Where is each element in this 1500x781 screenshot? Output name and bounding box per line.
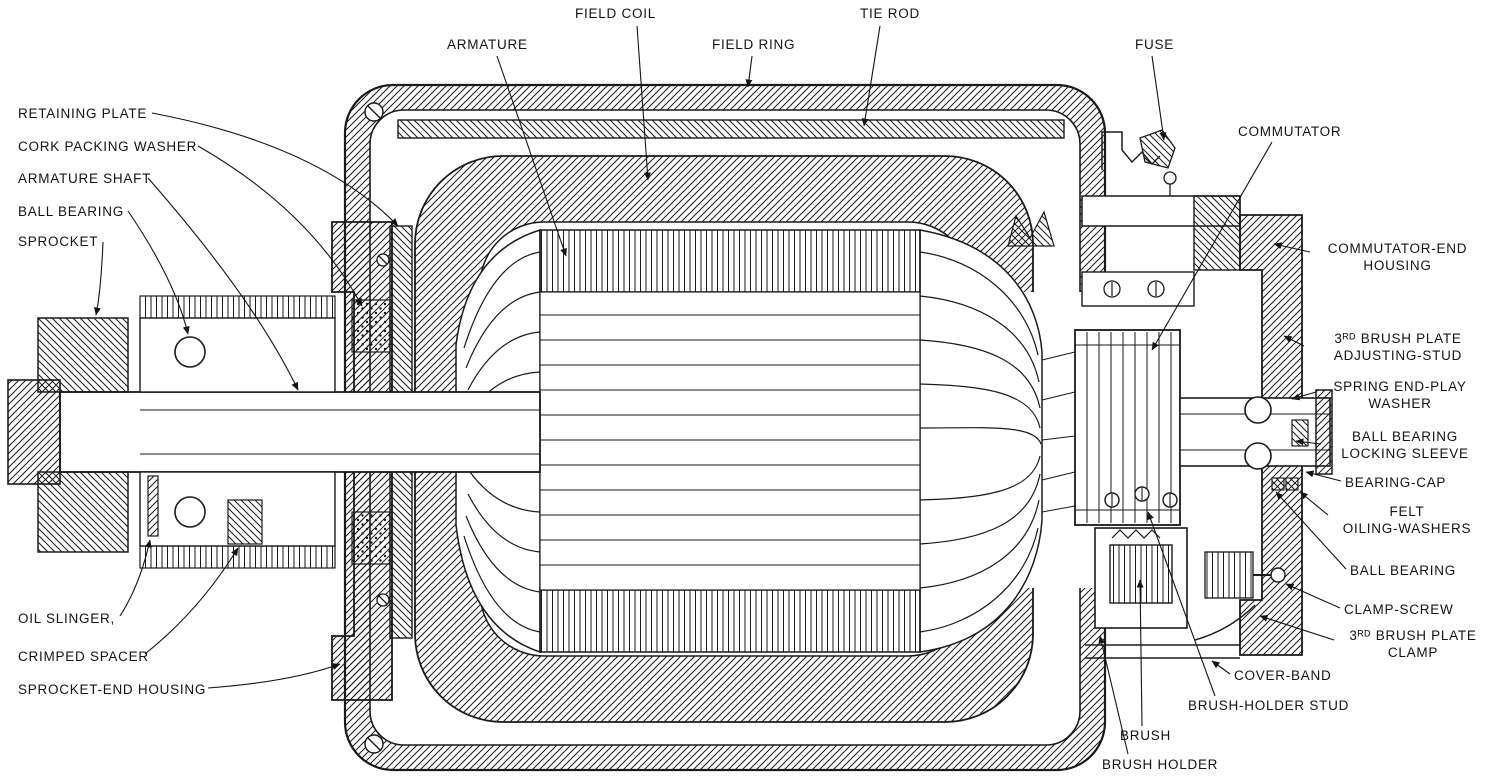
label-third-brush-plate-clamp: 3ᴿᴰ BRUSH PLATE CLAMP — [1349, 628, 1477, 661]
label-ball-bearing-locking-sleeve: BALL BEARING LOCKING SLEEVE — [1341, 429, 1469, 462]
cork-packing-washer-bottom — [351, 511, 391, 565]
leader-felt-oiling-washers — [1299, 491, 1329, 516]
label-bearing-cap: BEARING-CAP — [1345, 475, 1447, 490]
leader-sprocket-end-housing — [207, 663, 341, 689]
leader-lines — [94, 25, 1347, 755]
cover-band-shape — [1085, 644, 1240, 659]
label-third-brush-plate-adjusting-stud: 3ᴿᴰ BRUSH PLATE ADJUSTING-STUD — [1333, 331, 1463, 364]
brush-spring-shape — [1111, 529, 1161, 539]
brush-shape — [1109, 544, 1173, 604]
leader-spring-end-play-washer — [1291, 391, 1317, 401]
leader-brush-holder-stud — [1147, 511, 1216, 697]
leader-field-ring — [745, 55, 753, 88]
label-field-coil: FIELD COIL — [575, 6, 656, 21]
cork-packing-washer-top — [351, 299, 391, 353]
label-commutator: COMMUTATOR — [1238, 124, 1342, 139]
leader-armature-shaft — [147, 177, 299, 391]
leader-commutator — [1151, 141, 1273, 351]
leader-brush — [1136, 579, 1144, 727]
leader-clamp-screw — [1285, 583, 1341, 609]
brush-holder-studs — [1104, 486, 1178, 508]
label-clamp-screw: CLAMP-SCREW — [1344, 602, 1454, 617]
label-sprocket-end-housing: SPROCKET-END HOUSING — [18, 682, 207, 697]
sprocket-shape — [37, 317, 129, 553]
armature-shaft-shape — [7, 379, 541, 485]
leader-third-brush-plate-adjusting-stud — [1283, 335, 1305, 347]
leader-tie-rod — [861, 25, 881, 127]
clamp-screw-coil — [1204, 551, 1254, 599]
leader-cover-band — [1211, 660, 1231, 675]
label-brush: BRUSH — [1120, 728, 1171, 743]
label-cork-packing-washer: CORK PACKING WASHER — [18, 139, 198, 154]
oil-slinger-shape — [147, 475, 159, 537]
label-retaining-plate: RETAINING PLATE — [18, 106, 148, 121]
label-ball-bearing-left: BALL BEARING — [18, 204, 124, 219]
leader-commutator-end-housing — [1273, 242, 1311, 253]
commutator-end-plate — [1081, 195, 1241, 307]
label-armature-shaft: ARMATURE SHAFT — [18, 171, 152, 186]
label-spring-end-play-washer: SPRING END-PLAY WASHER — [1333, 379, 1467, 412]
label-commutator-end-housing: COMMUTATOR-END HOUSING — [1327, 241, 1468, 274]
label-fuse: FUSE — [1135, 37, 1174, 52]
label-oil-slinger: OIL SLINGER, — [18, 611, 115, 626]
label-armature: ARMATURE — [447, 37, 528, 52]
leader-third-brush-plate-clamp — [1259, 614, 1335, 641]
leader-ball-bearing-right — [1275, 491, 1347, 570]
label-ball-bearing-right: BALL BEARING — [1350, 563, 1456, 578]
label-felt-oiling-washers: FELT OILING-WASHERS — [1342, 504, 1472, 537]
ball-bearing-left-bottom — [174, 496, 206, 528]
leader-ball-bearing-left — [127, 210, 190, 335]
leader-cork-packing-washer — [197, 145, 363, 307]
label-field-ring: FIELD RING — [712, 37, 796, 52]
leader-armature — [496, 55, 567, 257]
fuse-shape — [1101, 129, 1177, 196]
label-sprocket: SPROCKET — [18, 234, 99, 249]
housing-screws — [364, 102, 384, 754]
leader-bearing-cap — [1305, 470, 1342, 482]
label-brush-holder-stud: BRUSH-HOLDER STUD — [1188, 698, 1350, 713]
armature-shape — [455, 228, 1043, 654]
label-cover-band: COVER-BAND — [1234, 668, 1332, 683]
leader-crimped-spacer — [144, 547, 239, 655]
commutator-shape — [1041, 329, 1181, 526]
leader-field-coil — [636, 25, 651, 181]
label-tie-rod: TIE ROD — [860, 6, 920, 21]
shaft-sleeve-assembly — [139, 295, 336, 569]
clamp-screw-head — [1270, 567, 1286, 583]
leader-brush-holder — [1098, 635, 1129, 755]
label-crimped-spacer: CRIMPED SPACER — [18, 649, 149, 664]
ball-bearing-left-top — [174, 336, 206, 368]
leader-oil-slinger — [119, 539, 152, 617]
leader-retaining-plate — [151, 112, 399, 227]
crimped-spacer-shape — [227, 499, 263, 545]
tie-rod-shape — [397, 119, 1065, 139]
leader-ball-bearing-locking-sleeve — [1295, 438, 1322, 446]
leader-sprocket — [94, 241, 104, 316]
leader-fuse — [1151, 55, 1167, 141]
label-brush-holder: BRUSH HOLDER — [1102, 757, 1219, 772]
plate-screws — [376, 253, 390, 607]
right-shaft-and-bearing — [1179, 389, 1333, 491]
third-brush-plate-clamp-shape — [1194, 604, 1256, 641]
brush-assembly — [1085, 486, 1286, 659]
